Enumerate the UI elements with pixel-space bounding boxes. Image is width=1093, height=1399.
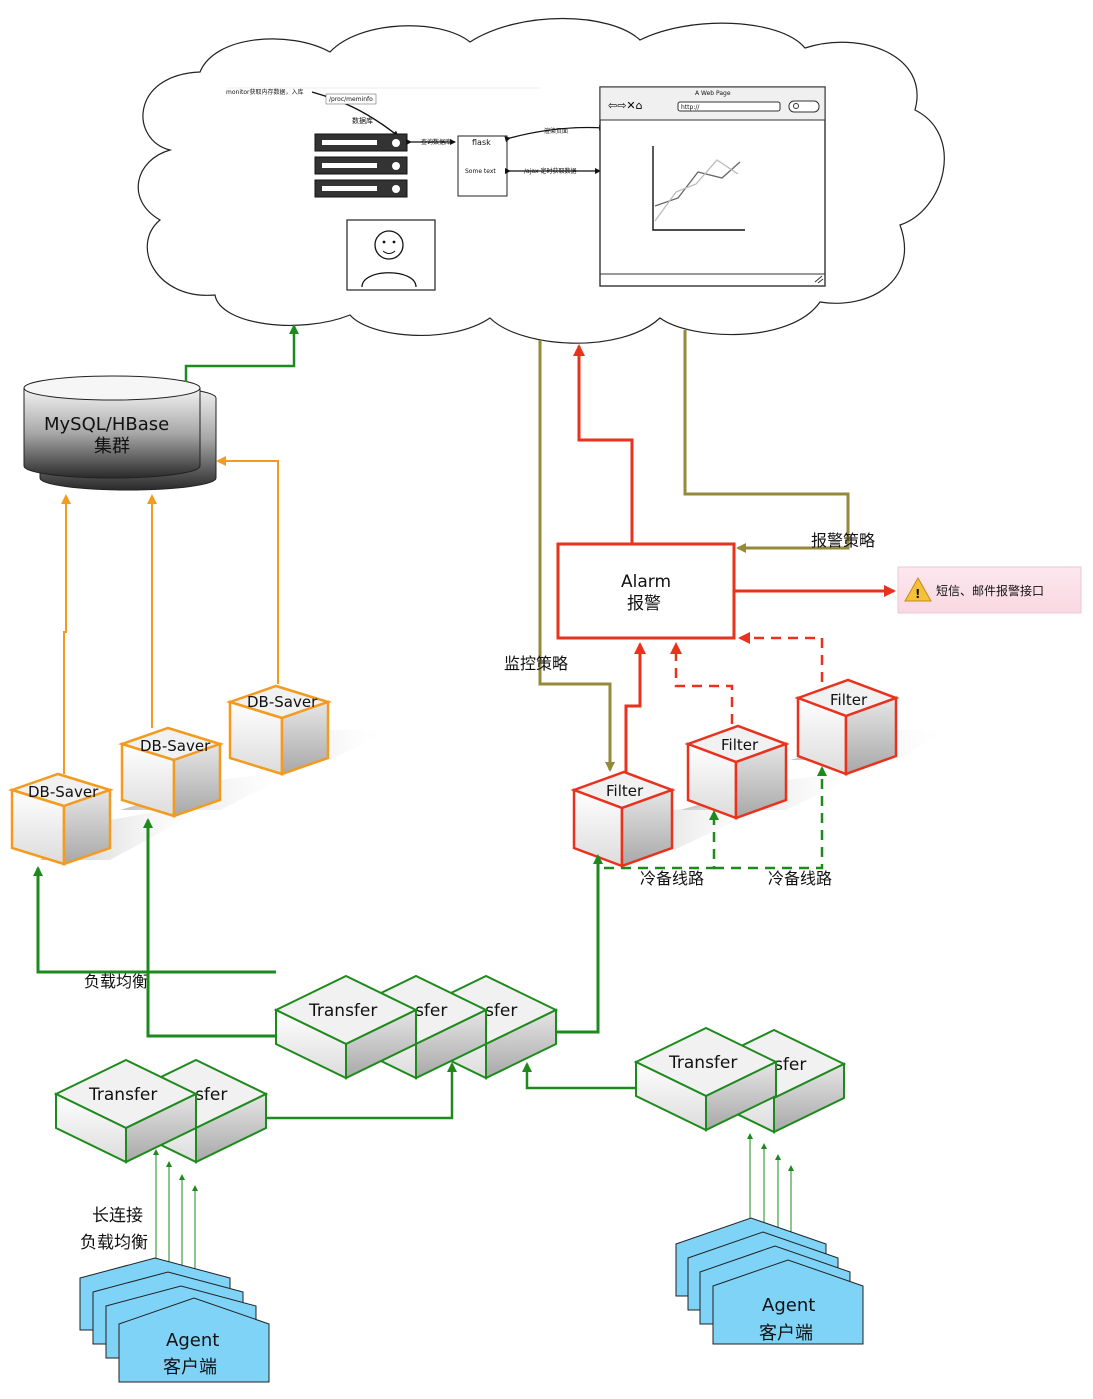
- long-connection-balance-label: 负载均衡: [80, 1233, 148, 1253]
- saver1-to-db-arrow: [61, 494, 71, 774]
- warning-icon: [904, 576, 932, 602]
- transfer-label: Transfer: [308, 1001, 377, 1021]
- agent-right-line1: Agent: [762, 1295, 815, 1316]
- alarm-policy-line: [683, 330, 850, 553]
- filter1-to-alarm-arrow: [624, 642, 646, 782]
- db-saver-label-3: DB-Saver: [247, 693, 318, 711]
- db-saver-cube: DB-Saver: [117, 726, 225, 818]
- transfer-cube: Transfer: [53, 1058, 199, 1164]
- transfer-cluster-right: Transfer Transfer: [633, 1026, 847, 1134]
- transfer-cluster-center: Transfer Transfer Transfer: [273, 974, 559, 1080]
- transfer-cube: Transfer: [633, 1026, 779, 1132]
- server-stack-icon: [314, 133, 408, 198]
- cold-backup-label-2: 冷备线路: [768, 869, 832, 888]
- monitor-text: monitor获取内存数据，入库: [226, 88, 303, 96]
- transfer-label: Transfer: [88, 1085, 157, 1105]
- agent-left-line1: Agent: [166, 1330, 219, 1351]
- agent-client-group-right: Agent 客户端: [675, 1217, 864, 1345]
- load-balance-label: 负载均衡: [84, 972, 148, 991]
- sms-email-interface: ! 短信、邮件报警接口: [897, 566, 1082, 614]
- monitor-policy-label: 监控策略: [504, 654, 568, 673]
- agent-connections-right: [747, 1133, 794, 1252]
- ajax-label: /ajax 定时获取数据: [524, 167, 577, 175]
- nav-arrows-icon: ⇦⇨✕⌂: [608, 99, 643, 112]
- filter-label-3: Filter: [830, 691, 868, 709]
- filter-cube: Filter: [794, 678, 900, 776]
- agent-right-line2: 客户端: [759, 1323, 813, 1344]
- transfer-to-saver2-arrow: [143, 818, 276, 1038]
- db-cluster-line2: 集群: [94, 436, 130, 457]
- db-to-cloud-arrow: [184, 324, 299, 382]
- alarm-box: Alarm 报警: [556, 542, 736, 640]
- flask-subtext: Some text: [465, 168, 496, 175]
- filter-cube: Filter: [570, 770, 676, 868]
- agent-client-group-left: Agent 客户端: [79, 1257, 270, 1383]
- saver3-to-db-arrow: [216, 456, 279, 684]
- filter-label-2: Filter: [721, 736, 759, 754]
- sms-label: 短信、邮件报警接口: [936, 583, 1044, 598]
- transfer-to-filter-arrow: [556, 854, 603, 1034]
- webpage-title: A Web Page: [695, 90, 731, 97]
- alarm-line2: 报警: [627, 594, 661, 614]
- db-saver-label-1: DB-Saver: [28, 783, 99, 801]
- transfer-cube: Transfer: [273, 974, 419, 1080]
- search-icon: [793, 103, 799, 109]
- db-saver-cube: DB-Saver: [225, 684, 333, 776]
- filter-label-1: Filter: [606, 782, 644, 800]
- filter-cube: Filter: [684, 724, 790, 820]
- svg-text:!: !: [915, 587, 920, 601]
- web-page-mockup: A Web Page ⇦⇨✕⌂ http://: [599, 86, 826, 287]
- transfer-label: Transfer: [668, 1053, 737, 1073]
- chart-sketch-icon: [652, 146, 745, 231]
- render-label: 渲染页面: [544, 127, 568, 135]
- transfer-to-saver1-arrow: [33, 866, 276, 974]
- db-saver-label-2: DB-Saver: [140, 737, 211, 755]
- cold-backup-label-1: 冷备线路: [640, 869, 704, 888]
- right-transfer-to-center-arrow: [522, 1062, 636, 1090]
- monitor-policy-line: [538, 340, 615, 772]
- cloud: monitor获取内存数据，入库 /proc/meminfo 数据库 查询数据库…: [137, 17, 945, 344]
- long-connection-label: 长连接: [92, 1206, 143, 1226]
- filter2-to-alarm-arrow: [670, 642, 734, 724]
- url-text: http://: [681, 104, 700, 111]
- agent-left-line2: 客户端: [163, 1357, 217, 1378]
- flask-box: flask Some text: [457, 135, 508, 197]
- filter3-to-alarm-arrow: [738, 632, 824, 682]
- user-avatar-icon: [346, 219, 436, 291]
- alarm-policy-label: 报警策略: [811, 531, 875, 550]
- flask-label: flask: [472, 138, 491, 147]
- alarm-to-cloud-arrow: [573, 344, 634, 544]
- db-saver-cube: DB-Saver: [7, 772, 115, 866]
- db-cluster-line1: MySQL/HBase: [44, 414, 169, 435]
- query-label: 查询数据库: [421, 138, 451, 146]
- left-transfer-to-center-arrow: [266, 1062, 457, 1120]
- proc-label: /proc/meminfo: [329, 96, 373, 103]
- db-cluster: MySQL/HBase 集群: [23, 375, 217, 491]
- transfer-cluster-left: Transfer Transfer: [53, 1058, 269, 1164]
- cold-backup-line-2: [714, 766, 827, 870]
- alarm-line1: Alarm: [621, 572, 671, 592]
- db-label: 数据库: [352, 116, 373, 125]
